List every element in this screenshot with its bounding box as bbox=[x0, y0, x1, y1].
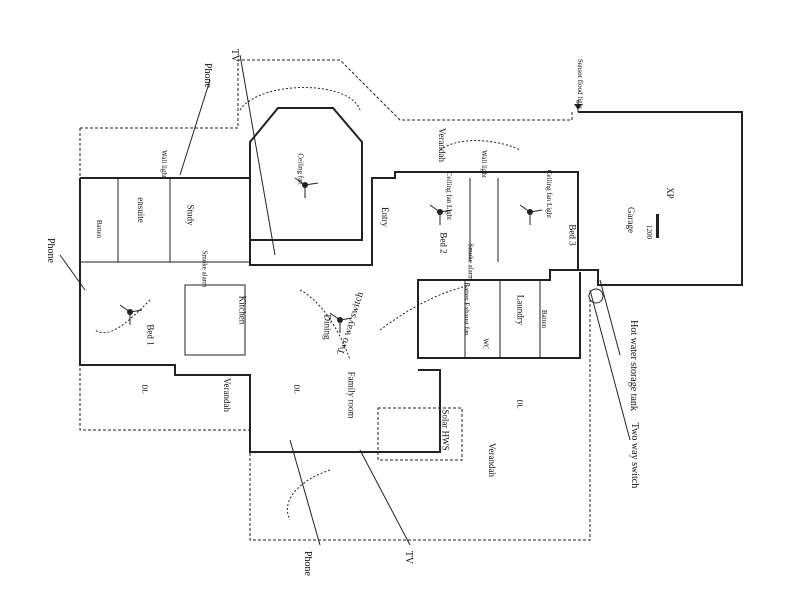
room-wc: WC bbox=[481, 338, 490, 350]
flood-light-marker bbox=[574, 104, 582, 110]
house-walls bbox=[80, 171, 581, 359]
room-xp-label: XP bbox=[664, 187, 675, 199]
phone-callout-top: Phone bbox=[202, 63, 213, 88]
smoke-alarm-label-right: Smoke alarm bbox=[466, 243, 475, 281]
room-bed2: Bed 2 bbox=[438, 232, 449, 254]
verandah-bottom-label: Verandah bbox=[486, 443, 497, 477]
wall-light-label-right: Wall light bbox=[479, 150, 488, 178]
hot-water-callout: Hot water storage tank bbox=[627, 320, 639, 411]
smoke-alarm-label: Smoke alarm bbox=[200, 250, 209, 288]
phone-callout-left: Phone bbox=[45, 238, 56, 263]
room-bed3: Bed 3 bbox=[567, 224, 578, 246]
tv-callout-top: TV bbox=[229, 48, 241, 63]
verandah-outline bbox=[80, 59, 573, 129]
ceiling-fan-icon bbox=[119, 304, 143, 325]
phone-callout-bottom: Phone bbox=[302, 551, 313, 576]
room-entry: Entry bbox=[380, 207, 390, 227]
gpo-bar bbox=[656, 214, 659, 238]
tv-callout-bottom: TV bbox=[403, 550, 415, 565]
batten-exhaust-label: Batten Exhaust fan bbox=[462, 282, 471, 336]
solar-hws-label: Solar HWS bbox=[440, 409, 451, 451]
room-dining: Dining bbox=[322, 314, 333, 340]
ceiling-fan-light-label: Ceiling fan Light bbox=[445, 171, 454, 221]
garage-walls bbox=[578, 111, 743, 286]
room-kitchen: Kitchen bbox=[237, 295, 248, 325]
room-ensuite: ensuite bbox=[135, 197, 146, 223]
batten-label-laundry: Batten bbox=[540, 309, 549, 329]
ceiling-fan-icon bbox=[519, 204, 543, 225]
verandah-top-label: Verandah bbox=[436, 128, 447, 162]
ceiling-fan-icon bbox=[329, 312, 353, 333]
wall-light-label: Wall light bbox=[159, 150, 168, 178]
verandah-left-label: Verandah bbox=[221, 378, 232, 412]
room-laundry: Laundry bbox=[515, 294, 526, 326]
dl-label-3: DL bbox=[515, 399, 524, 409]
octagonal-room bbox=[249, 107, 363, 241]
room-study: Study bbox=[185, 204, 196, 226]
two-way-switch-right: Two way switch bbox=[629, 422, 641, 489]
dl-label: DL bbox=[140, 384, 149, 394]
ceiling-fan-label: Ceiling fan bbox=[296, 153, 305, 185]
room-family: Family room bbox=[346, 371, 357, 419]
ceiling-fan-icon bbox=[429, 204, 453, 225]
sensor-flood-light-callout: Sensor flood light bbox=[576, 58, 585, 110]
ceiling-fan-icon bbox=[294, 177, 319, 198]
batten-label: Batten bbox=[95, 219, 104, 239]
room-garage: Garage bbox=[625, 207, 636, 233]
ceiling-fan-light-label-bed3: Ceiling fan Light bbox=[545, 169, 554, 219]
gpo-1200-label: 1200 bbox=[645, 225, 653, 239]
room-bed1: Bed 1 bbox=[145, 324, 156, 346]
dl-label-2: DL bbox=[292, 384, 301, 394]
